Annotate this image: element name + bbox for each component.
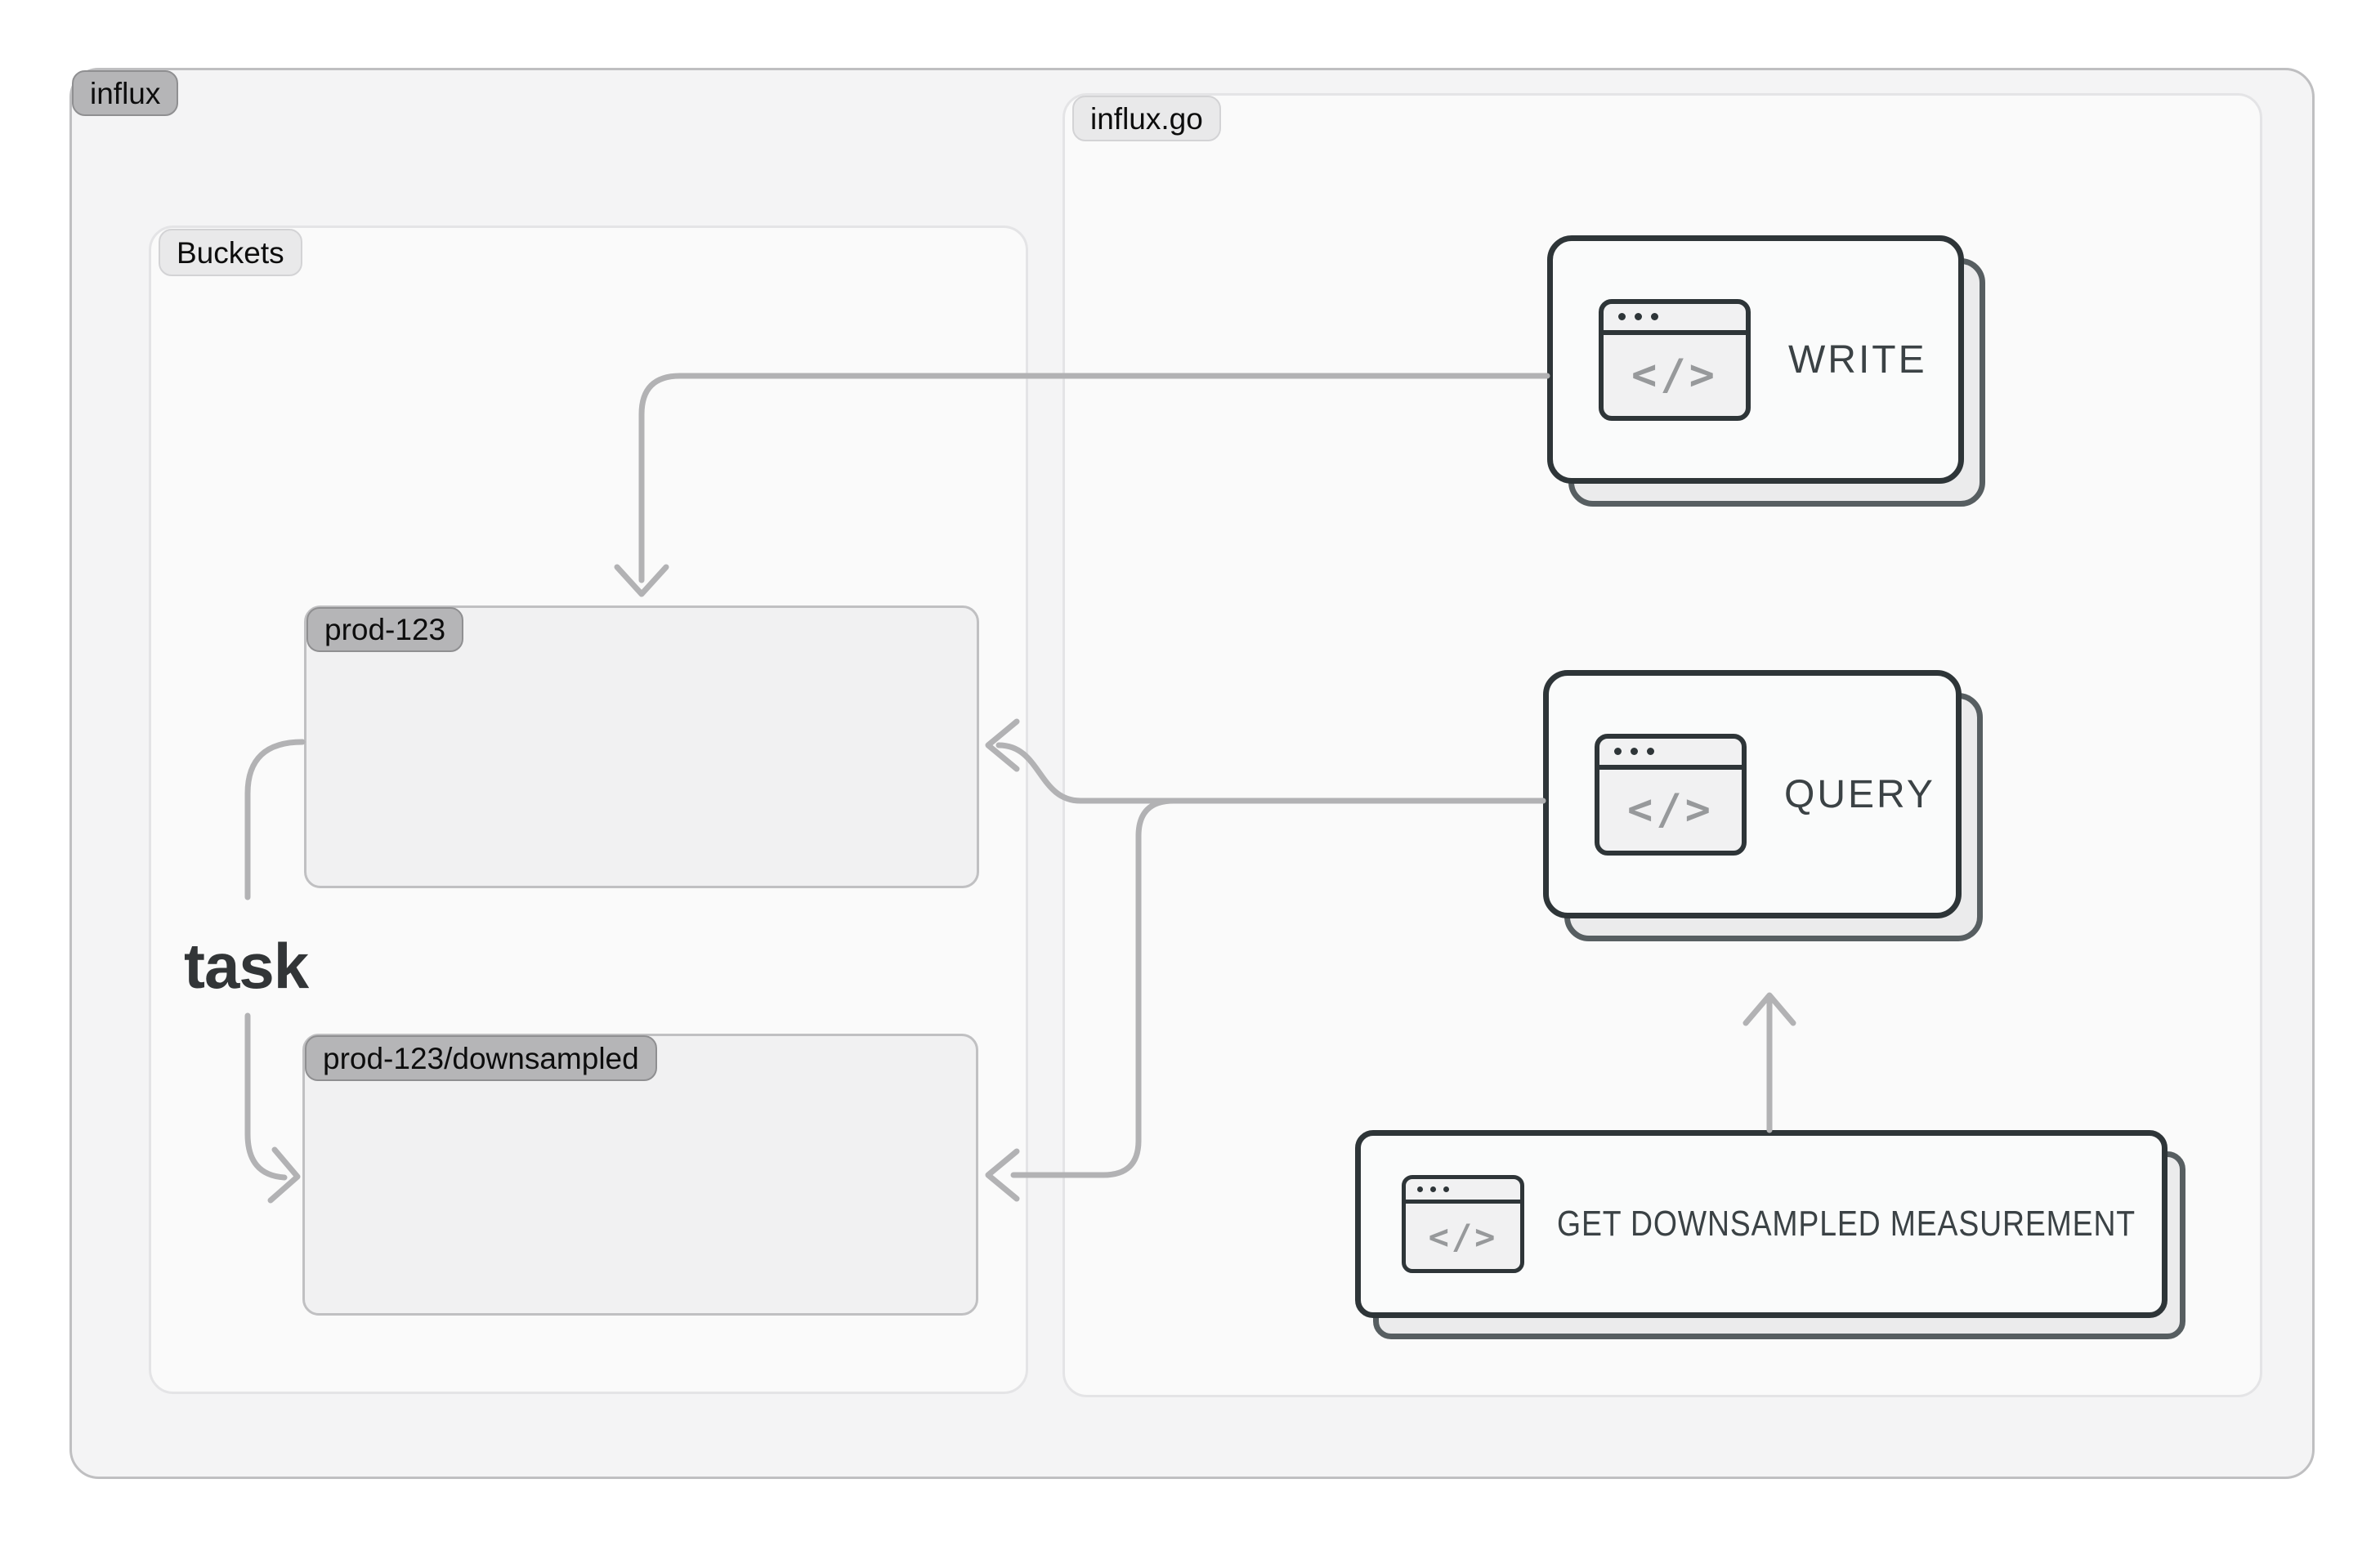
- window-dot: [1417, 1186, 1423, 1192]
- browser-window-icon: </>: [1595, 733, 1747, 856]
- browser-window-icon: </>: [1599, 298, 1751, 421]
- query-node: </> QUERY: [1543, 670, 1983, 941]
- bucket-prod123-downsampled-label-text: prod-123/downsampled: [323, 1041, 639, 1075]
- window-dot: [1635, 313, 1642, 320]
- influx-group-label-text: influx: [90, 76, 161, 110]
- window-dot: [1647, 748, 1654, 755]
- task-label: task: [184, 930, 309, 1002]
- buckets-panel-label: Buckets: [159, 229, 302, 276]
- influxgo-panel-label: influx.go: [1072, 96, 1221, 141]
- code-icon: </>: [1428, 1216, 1498, 1257]
- window-titlebar: [1599, 739, 1742, 770]
- get-downsampled-node: </> GET DOWNSAMPLED MEASUREMENT: [1355, 1130, 2185, 1339]
- buckets-panel-label-text: Buckets: [177, 235, 284, 270]
- write-node-label: WRITE: [1788, 337, 1927, 382]
- bucket-prod123-box: [304, 605, 979, 888]
- window-dot: [1614, 748, 1622, 755]
- window-dot: [1443, 1186, 1449, 1192]
- code-icon: </>: [1631, 351, 1718, 400]
- window-titlebar: [1604, 304, 1746, 335]
- get-downsampled-node-label: GET DOWNSAMPLED MEASUREMENT: [1557, 1204, 2238, 1244]
- bucket-prod123-downsampled-label: prod-123/downsampled: [305, 1035, 657, 1081]
- code-icon: </>: [1627, 785, 1714, 834]
- window-dot: [1430, 1186, 1436, 1192]
- browser-window-icon: </>: [1402, 1175, 1524, 1273]
- write-node: </> WRITE: [1547, 235, 1985, 507]
- influxgo-panel-label-text: influx.go: [1090, 101, 1203, 136]
- influx-group-label: influx: [72, 70, 179, 116]
- get-downsampled-node-label-text: GET DOWNSAMPLED MEASUREMENT: [1557, 1204, 2136, 1244]
- query-node-label: QUERY: [1784, 772, 1935, 816]
- query-node-card: </> QUERY: [1543, 670, 1962, 918]
- write-node-card: </> WRITE: [1547, 235, 1964, 484]
- bucket-prod123-label: prod-123: [306, 607, 464, 652]
- window-dot: [1651, 313, 1658, 320]
- window-titlebar: [1406, 1179, 1520, 1204]
- window-dot: [1618, 313, 1626, 320]
- bucket-prod123-label-text: prod-123: [324, 613, 446, 646]
- window-dot: [1631, 748, 1638, 755]
- get-downsampled-node-card: </> GET DOWNSAMPLED MEASUREMENT: [1355, 1130, 2168, 1318]
